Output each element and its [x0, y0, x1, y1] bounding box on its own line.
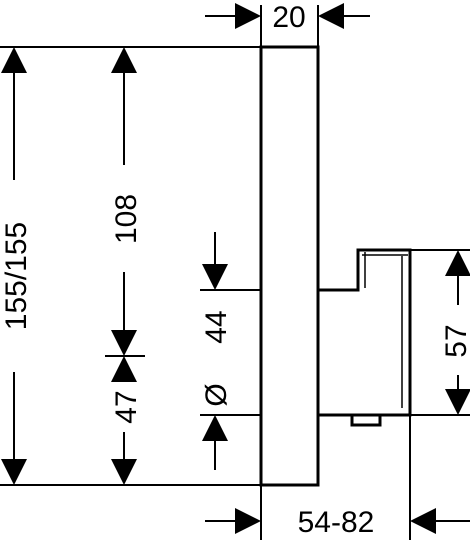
- dim-label-bottom-depth: 54-82: [298, 506, 375, 539]
- product-outline: [259, 45, 412, 487]
- dim-label-body-height: 57: [440, 324, 470, 357]
- arrow-dia-down: [202, 264, 228, 290]
- dimension-lines: [0, 5, 470, 540]
- dim-label-diameter-symbol: Ø: [200, 383, 233, 406]
- arrow-57-down: [445, 389, 470, 415]
- arrow-total-up: [1, 47, 27, 73]
- arrow-top-right: [318, 3, 344, 29]
- arrow-top-left: [235, 3, 261, 29]
- dim-label-upper-height: 108: [110, 194, 143, 244]
- arrow-bottom-right: [410, 508, 436, 534]
- dim-label-top-width: 20: [272, 1, 305, 34]
- arrow-47-down: [111, 459, 137, 485]
- arrow-108-down: [111, 330, 137, 356]
- dim-label-diameter: 44: [200, 310, 233, 343]
- bottom-tab: [350, 415, 382, 427]
- arrow-bottom-left: [235, 508, 261, 534]
- arrowheads: [1, 3, 470, 534]
- arrow-57-up: [445, 250, 470, 276]
- cover-plate: [259, 45, 320, 487]
- arrow-108-up: [111, 47, 137, 73]
- arrow-dia-up: [202, 415, 228, 441]
- dim-label-total-height: 155/155: [0, 222, 33, 330]
- dim-label-lower-height: 47: [110, 390, 143, 423]
- thermostat-body: [318, 248, 412, 417]
- arrow-47-up: [111, 356, 137, 382]
- arrow-total-down: [1, 459, 27, 485]
